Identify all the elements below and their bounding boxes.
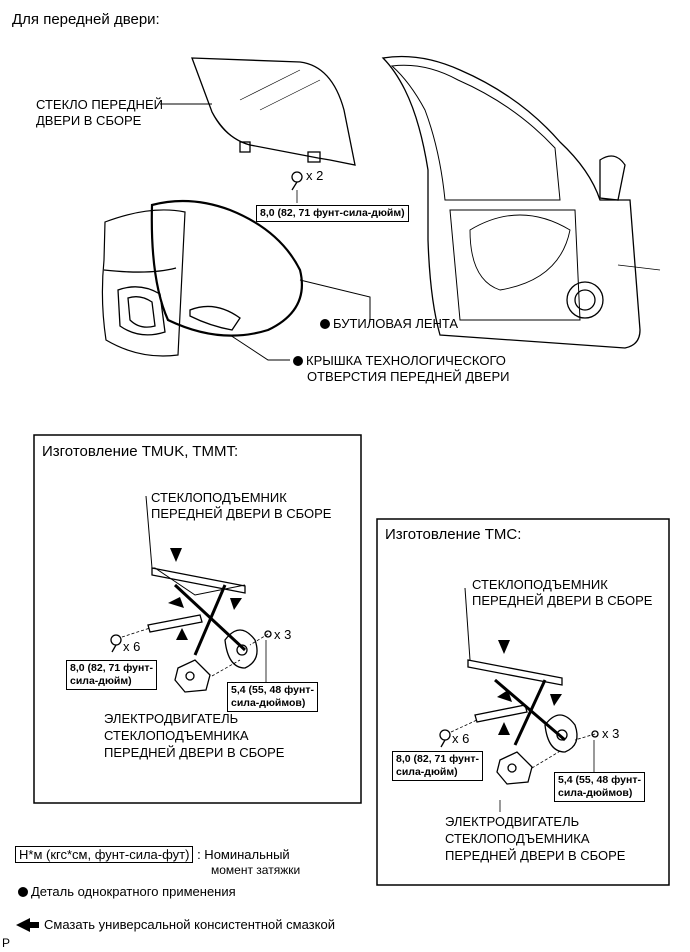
tmuk-regulator-line1: СТЕКЛОПОДЪЕМНИК bbox=[151, 490, 287, 505]
legend-torque: Н*м (кгс*см, фунт-сила-фут) : Номинальны… bbox=[15, 846, 290, 863]
glass-label-line2: ДВЕРИ В СБОРЕ bbox=[36, 113, 142, 128]
tmc-title: Изготовление TMC: bbox=[385, 526, 522, 543]
non-reusable-icon bbox=[18, 887, 28, 897]
tmuk-box bbox=[33, 434, 362, 804]
tmc-motor-line2: СТЕКЛОПОДЪЕМНИКА bbox=[445, 831, 590, 846]
tmuk-motor-outline bbox=[174, 659, 211, 693]
legend-torque-desc-line2: момент затяжки bbox=[211, 863, 301, 877]
glass-label-line1: СТЕКЛО ПЕРЕДНЕЙ bbox=[36, 97, 163, 112]
grease-arrows bbox=[16, 548, 562, 932]
tmuk-motor-line1: ЭЛЕКТРОДВИГАТЕЛЬ bbox=[104, 711, 239, 726]
bolt-top-icon bbox=[291, 171, 303, 191]
tmuk-motor-line2: СТЕКЛОПОДЪЕМНИКА bbox=[104, 728, 249, 743]
tmc-motor-outline bbox=[496, 751, 533, 785]
tmc-bolt-torque: 8,0 (82, 71 фунт-сила-дюйм) bbox=[392, 751, 483, 781]
top-bolt-count: x 2 bbox=[306, 168, 324, 183]
tmc-rail bbox=[467, 659, 563, 686]
glass-outline bbox=[191, 57, 356, 166]
tmuk-bolt-count: x 6 bbox=[123, 639, 141, 654]
tmc-screw-torque: 5,4 (55, 48 фунт-сила-дюймов) bbox=[554, 772, 645, 802]
tmc-box bbox=[376, 518, 670, 886]
tmuk-motor-line3: ПЕРЕДНЕЙ ДВЕРИ В СБОРЕ bbox=[104, 745, 285, 760]
non-reusable-icon bbox=[293, 356, 303, 366]
tmc-motor-line1: ЭЛЕКТРОДВИГАТЕЛЬ bbox=[445, 814, 580, 829]
butyl-tape-label: БУТИЛОВАЯ ЛЕНТА bbox=[320, 316, 458, 331]
tmuk-screw-count: x 3 bbox=[274, 627, 292, 642]
hole-cover-label-line1: КРЫШКА ТЕХНОЛОГИЧЕСКОГО bbox=[293, 353, 506, 368]
tmc-regulator-line2: ПЕРЕДНЕЙ ДВЕРИ В СБОРЕ bbox=[472, 593, 653, 608]
hole-cover-label-line2: ОТВЕРСТИЯ ПЕРЕДНЕЙ ДВЕРИ bbox=[307, 369, 510, 384]
tmuk-screw-icon bbox=[264, 630, 272, 638]
tmuk-bolt-icon bbox=[110, 634, 122, 653]
figure-code: P bbox=[2, 936, 11, 950]
page-title: Для передней двери: bbox=[12, 11, 160, 28]
glass-bracket-right bbox=[307, 151, 321, 163]
tmuk-rail bbox=[151, 567, 246, 594]
top-bolt-torque: 8,0 (82, 71 фунт-сила-дюйм) bbox=[256, 205, 409, 222]
tmuk-bolt-torque: 8,0 (82, 71 фунт-сила-дюйм) bbox=[66, 660, 157, 690]
tmuk-title: Изготовление TMUK, TMMT: bbox=[42, 443, 239, 460]
legend-non-reusable: Деталь однократного применения bbox=[18, 884, 236, 899]
torque-unit-box: Н*м (кгс*см, фунт-сила-фут) bbox=[15, 846, 194, 863]
legend-grease: Смазать универсальной консистентной смаз… bbox=[44, 917, 335, 932]
non-reusable-icon bbox=[320, 319, 330, 329]
door-frame-outline bbox=[381, 55, 641, 349]
butyl-tape-outline bbox=[150, 199, 304, 337]
tmc-motor-line3: ПЕРЕДНЕЙ ДВЕРИ В СБОРЕ bbox=[445, 848, 626, 863]
tmuk-screw-torque: 5,4 (55, 48 фунт-сила-дюймов) bbox=[227, 682, 318, 712]
hole-cover-outline bbox=[101, 209, 186, 357]
tmc-bolt-icon bbox=[439, 729, 451, 748]
tmc-screw-icon bbox=[591, 730, 599, 738]
tmc-screw-count: x 3 bbox=[602, 726, 620, 741]
tmc-bolt-count: x 6 bbox=[452, 731, 470, 746]
tmc-regulator-line1: СТЕКЛОПОДЪЕМНИК bbox=[472, 577, 608, 592]
tmuk-regulator-line2: ПЕРЕДНЕЙ ДВЕРИ В СБОРЕ bbox=[151, 506, 332, 521]
glass-bracket-left bbox=[239, 141, 251, 153]
